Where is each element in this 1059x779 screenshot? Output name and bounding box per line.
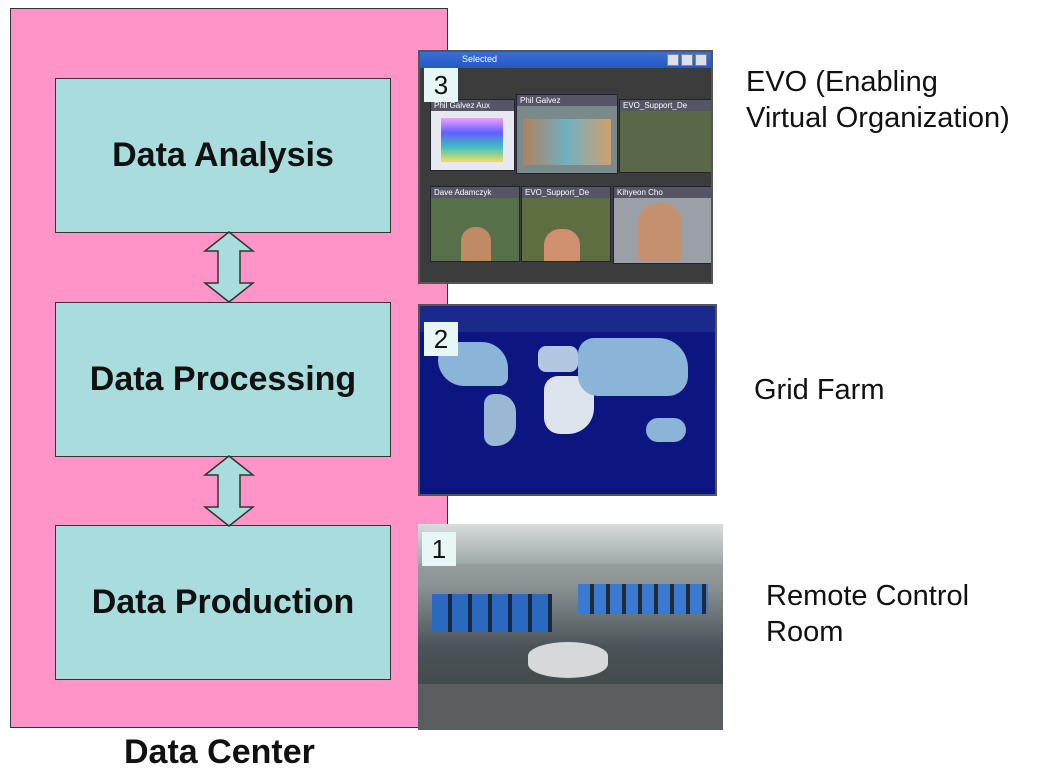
plot-thumbnail bbox=[441, 118, 503, 162]
tile-name: Phil Galvez bbox=[517, 95, 617, 106]
stage-label: Data Production bbox=[91, 583, 355, 621]
office-thumbnail bbox=[523, 119, 611, 165]
round-table bbox=[528, 642, 608, 678]
grid-farm-label: Grid Farm bbox=[754, 372, 885, 408]
double-arrow-icon bbox=[203, 455, 255, 527]
map-header bbox=[420, 306, 715, 332]
video-tile: Phil Galvez Aux bbox=[430, 99, 515, 171]
stage-data-analysis: Data Analysis bbox=[55, 78, 391, 233]
continent-australia bbox=[646, 418, 686, 442]
tile-name: Dave Adamczyk bbox=[431, 187, 519, 198]
panel-number: 1 bbox=[422, 532, 456, 566]
maximize-icon bbox=[681, 54, 693, 66]
monitor-row bbox=[432, 594, 552, 632]
close-icon bbox=[695, 54, 707, 66]
control-room-photo: 1 bbox=[418, 524, 723, 730]
panel-number: 2 bbox=[424, 322, 458, 356]
floor bbox=[418, 684, 723, 730]
control-room-label-line1: Remote Control bbox=[766, 580, 970, 612]
minimize-icon bbox=[667, 54, 679, 66]
evo-screenshot: Selected 3 Phil Galvez Aux Phil Galvez E… bbox=[418, 50, 713, 284]
person-thumbnail bbox=[638, 203, 682, 261]
video-tile: Kihyeon Cho bbox=[613, 186, 711, 264]
map-footer bbox=[420, 457, 715, 494]
tile-name: EVO_Support_De bbox=[522, 187, 610, 198]
evo-label-line2: Virtual Organization) bbox=[746, 102, 1010, 134]
person-thumbnail bbox=[544, 229, 580, 261]
tile-name: EVO_Support_De bbox=[620, 100, 711, 111]
tile-name: Kihyeon Cho bbox=[614, 187, 711, 198]
monitor-row bbox=[578, 584, 708, 614]
tile-name: Phil Galvez Aux bbox=[431, 100, 514, 111]
evo-title-bar: Selected bbox=[420, 52, 711, 68]
continent-asia bbox=[578, 338, 688, 396]
evo-window-title: Selected bbox=[462, 54, 498, 64]
video-tile: EVO_Support_De bbox=[619, 99, 711, 173]
control-room-label: Remote Control Room bbox=[766, 578, 969, 650]
stage-data-production: Data Production bbox=[55, 525, 391, 680]
stage-data-processing: Data Processing bbox=[55, 302, 391, 457]
data-center-caption: Data Center bbox=[124, 733, 315, 771]
world-map bbox=[420, 332, 715, 457]
stage-label: Data Analysis bbox=[112, 136, 334, 174]
continent-europe bbox=[538, 346, 578, 372]
video-tile: Phil Galvez bbox=[516, 94, 618, 174]
person-thumbnail bbox=[461, 227, 491, 261]
video-tile: EVO_Support_De bbox=[521, 186, 611, 262]
video-tile: Dave Adamczyk bbox=[430, 186, 520, 262]
grid-farm-label-line1: Grid Farm bbox=[754, 374, 885, 406]
stage-label: Data Processing bbox=[89, 360, 357, 398]
continent-south-america bbox=[484, 394, 516, 446]
panel-number: 3 bbox=[424, 68, 458, 102]
ceiling bbox=[418, 524, 723, 564]
double-arrow-icon bbox=[203, 231, 255, 303]
evo-label-line1: EVO (Enabling bbox=[746, 66, 938, 98]
grid-farm-map: 2 bbox=[418, 304, 717, 496]
evo-label: EVO (Enabling Virtual Organization) bbox=[746, 64, 1010, 136]
control-room-label-line2: Room bbox=[766, 616, 844, 648]
